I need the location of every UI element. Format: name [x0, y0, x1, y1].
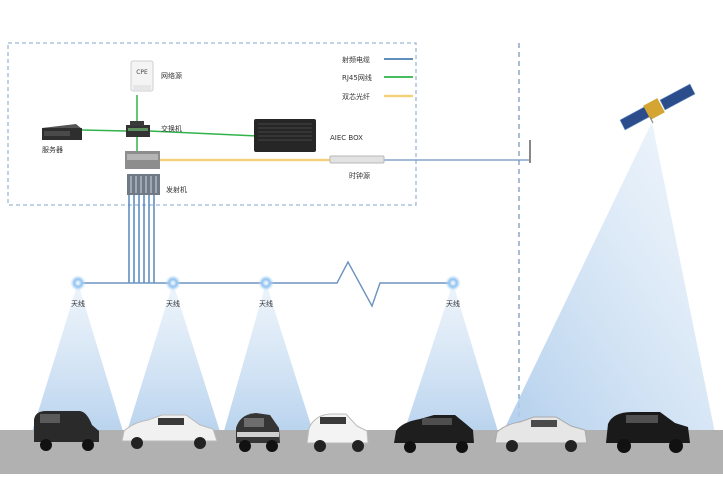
vehicle-hatchback-white [306, 413, 369, 452]
network-source-label: 网络源 [161, 71, 182, 80]
system-frame [7, 42, 417, 206]
transmitter-label: 发射机 [166, 185, 187, 194]
vehicle-sedan-black [394, 415, 474, 453]
cpe-device: CPE [130, 60, 154, 92]
antenna-4-label: 天线 [446, 299, 460, 308]
vehicle-sedan-white [121, 414, 218, 449]
antenna-icon [70, 275, 86, 291]
connections [78, 95, 531, 308]
aiec-box-device [254, 119, 316, 152]
vehicle-suv-black [606, 412, 690, 453]
legend-fiber-label: 双芯光纤 [342, 92, 370, 101]
legend: 射频电缆 RJ45网线 双芯光纤 [342, 55, 413, 101]
switch-label: 交换机 [161, 124, 182, 133]
switch-device [126, 121, 150, 137]
legend-rf-cable-label: 射频电缆 [342, 55, 370, 64]
antenna-beams [30, 283, 500, 438]
cpe-label: CPE [136, 69, 148, 76]
antenna-4: 天线 [445, 275, 461, 308]
server-label: 服务器 [42, 145, 63, 154]
aiec-box-label: AIEC BOX [330, 134, 363, 142]
satellite-icon [619, 83, 696, 131]
antenna-1-label: 天线 [71, 299, 85, 308]
antenna-1: 天线 [70, 275, 86, 308]
antenna-icon [258, 275, 274, 291]
vehicle-van [34, 411, 99, 451]
clock-source-device [329, 155, 385, 164]
antenna-icon [445, 275, 461, 291]
vehicle-smart-car [236, 413, 280, 452]
antenna-2: 天线 [165, 275, 181, 308]
antenna-3-label: 天线 [259, 299, 273, 308]
antenna-3: 天线 [258, 275, 274, 308]
antenna-icon [165, 275, 181, 291]
vehicle-sedan-silver [494, 416, 588, 452]
clock-source-label: 时钟源 [349, 171, 370, 180]
legend-rj45-label: RJ45网线 [342, 73, 372, 82]
antenna-2-label: 天线 [166, 299, 180, 308]
satellite-beam [500, 122, 716, 438]
transmitter-device [125, 151, 160, 195]
server-device [42, 124, 82, 140]
